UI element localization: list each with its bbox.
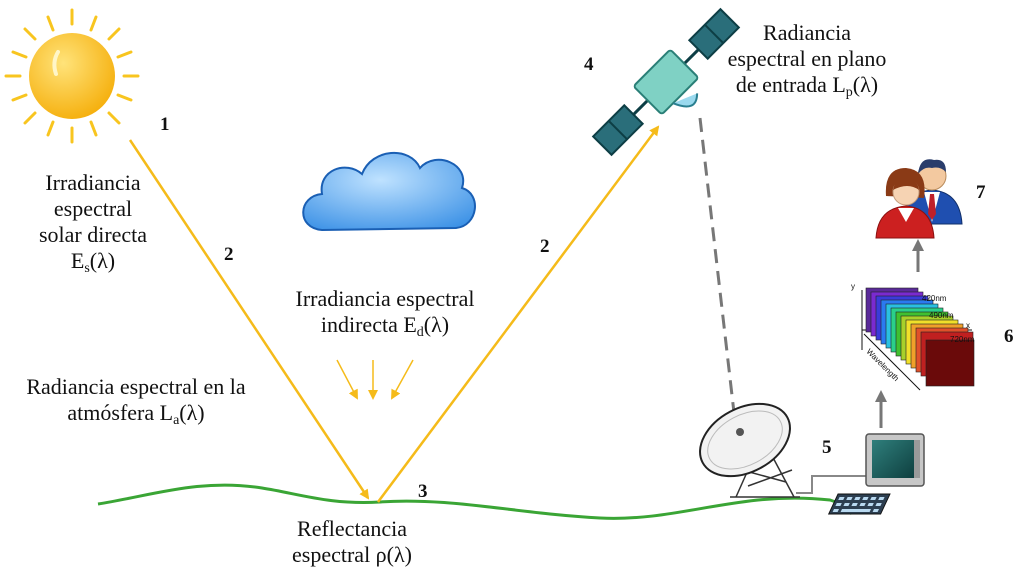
cube-axis-x: x — [966, 321, 970, 330]
cube-band-420: 420nm — [922, 294, 947, 303]
step-6-number: 6 — [1004, 326, 1014, 347]
diffuse-arrows — [336, 359, 414, 400]
satellite-icon — [591, 7, 741, 157]
reflected-ray-arrow — [376, 125, 660, 503]
downlink-dashed-line — [698, 117, 738, 431]
sensor-radiance-label: Radiancia espectral en plano de entrada … — [727, 20, 887, 100]
cube-axis-y: y — [851, 282, 855, 291]
step-2-number-incoming: 2 — [224, 244, 234, 265]
cube-band-720: 720nm — [950, 335, 975, 344]
reflectance-label: Reflectancia espectral ρ(λ) — [292, 516, 412, 567]
step-5-number: 5 — [822, 437, 832, 458]
ground-station-icon — [699, 402, 800, 498]
direct-ray-arrow — [128, 139, 370, 500]
step-1-number: 1 — [160, 114, 170, 135]
step-2-number-outgoing: 2 — [540, 236, 550, 257]
users-icon — [875, 159, 963, 239]
atmosphere-radiance-label: Radiancia espectral en la atmósfera La(λ… — [26, 374, 246, 428]
step-7-number: 7 — [976, 182, 986, 203]
step-4-number: 4 — [584, 54, 594, 75]
step-3-number: 3 — [418, 481, 428, 502]
cloud-icon — [302, 152, 476, 232]
computer-icon — [827, 433, 925, 515]
sun-icon — [4, 8, 140, 144]
cube-band-490: 490nm — [929, 311, 954, 320]
solar-irradiance-label: Irradiancia espectral solar directa Es(λ… — [38, 170, 148, 276]
indirect-irradiance-label: Irradiancia espectral indirecta Ed(λ) — [295, 286, 475, 340]
data-link-line — [796, 475, 866, 494]
ground-line — [97, 483, 854, 520]
hyperspectral-cube: y x 420nm 490nm 720nm Wavelength — [851, 282, 975, 391]
